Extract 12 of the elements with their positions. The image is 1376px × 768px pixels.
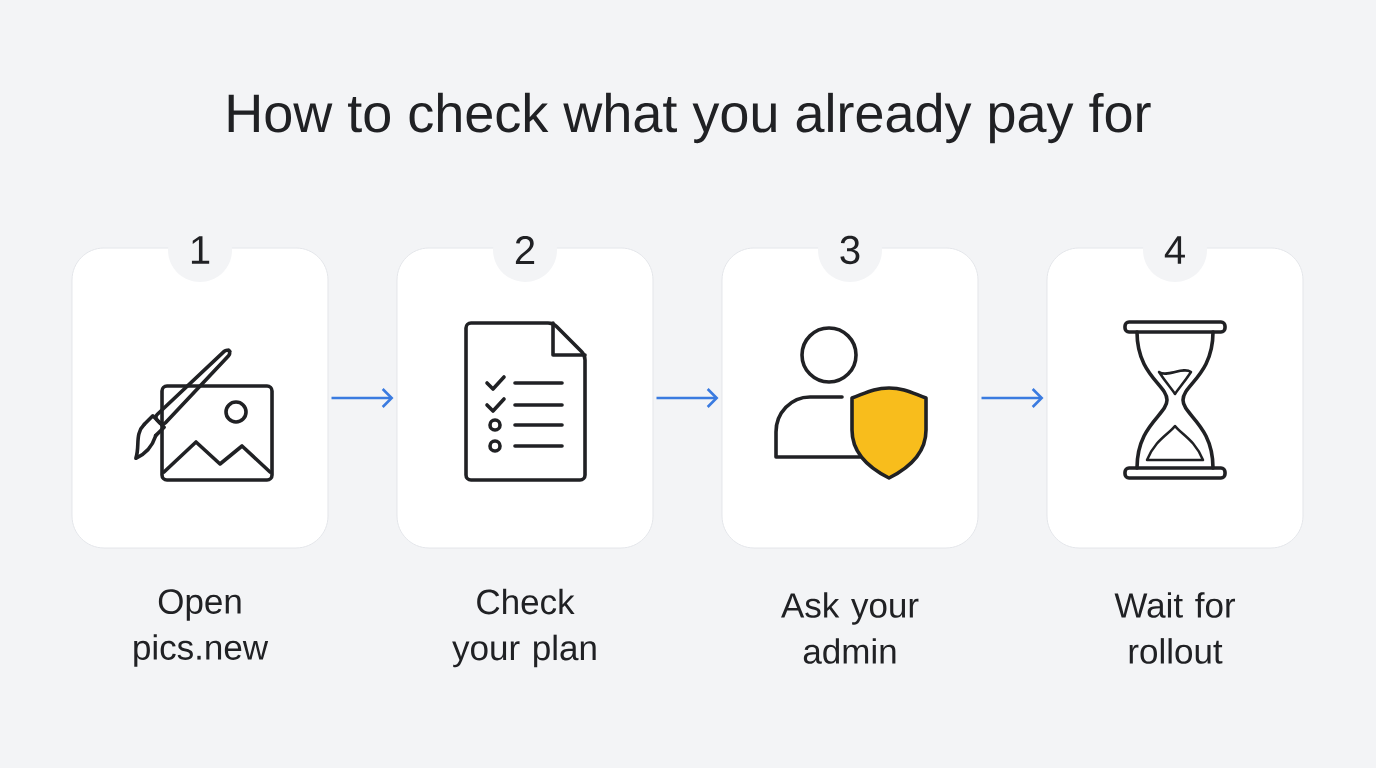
step-label: Check your plan xyxy=(452,588,596,668)
step-number: 4 xyxy=(1143,218,1207,282)
step-label: Wait for rollout xyxy=(1114,592,1235,664)
step-number: 1 xyxy=(168,218,232,282)
arrow xyxy=(981,388,1044,408)
step-number: 2 xyxy=(493,218,557,282)
arrow xyxy=(656,388,719,408)
step-label: Ask your admin xyxy=(781,592,919,664)
title: How to check what you already pay for xyxy=(228,92,1151,144)
step-label: Open pics.new xyxy=(134,589,269,667)
step-number: 3 xyxy=(818,218,882,282)
arrow xyxy=(331,388,394,408)
